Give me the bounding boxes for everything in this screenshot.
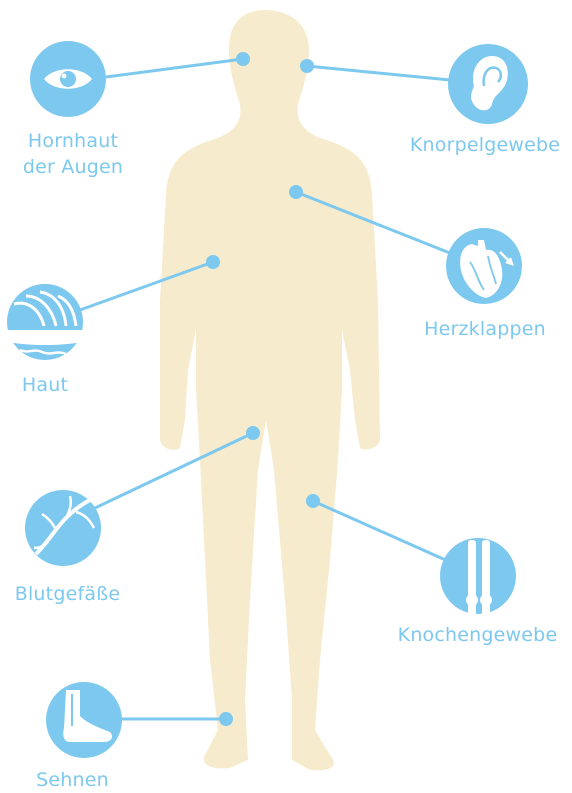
bone-icon: [440, 538, 516, 614]
connector-bone: [313, 501, 450, 562]
label-eye: Hornhaut der Augen: [8, 128, 138, 180]
ear-icon: [448, 44, 528, 124]
human-body-silhouette: [160, 10, 380, 770]
anchor-dot-skin: [206, 255, 220, 269]
label-heart: Herzklappen: [400, 316, 570, 342]
connector-eye: [106, 59, 243, 77]
anchor-dot-eye: [236, 52, 250, 66]
label-skin: Haut: [0, 372, 90, 398]
label-bone: Knochengewebe: [380, 622, 572, 648]
anchor-dot-heart: [289, 185, 303, 199]
skin-hair-icon: [7, 284, 83, 360]
anchor-dot-bone: [306, 494, 320, 508]
foot-tendon-icon: [46, 682, 122, 758]
anchor-dot-vessel: [246, 426, 260, 440]
anchor-dot-ear: [300, 59, 314, 73]
label-eye-line-1: Hornhaut: [8, 128, 138, 154]
label-ear: Knorpelgewebe: [395, 132, 572, 158]
heart-icon: [446, 228, 522, 304]
label-eye-line-2: der Augen: [8, 154, 138, 180]
label-tendon: Sehnen: [20, 767, 125, 793]
anchor-dot-tendon: [219, 712, 233, 726]
blood-vessel-icon: [25, 490, 101, 566]
eye-icon: [30, 41, 106, 117]
connector-ear: [307, 66, 450, 80]
label-vessel: Blutgefäße: [0, 581, 135, 607]
